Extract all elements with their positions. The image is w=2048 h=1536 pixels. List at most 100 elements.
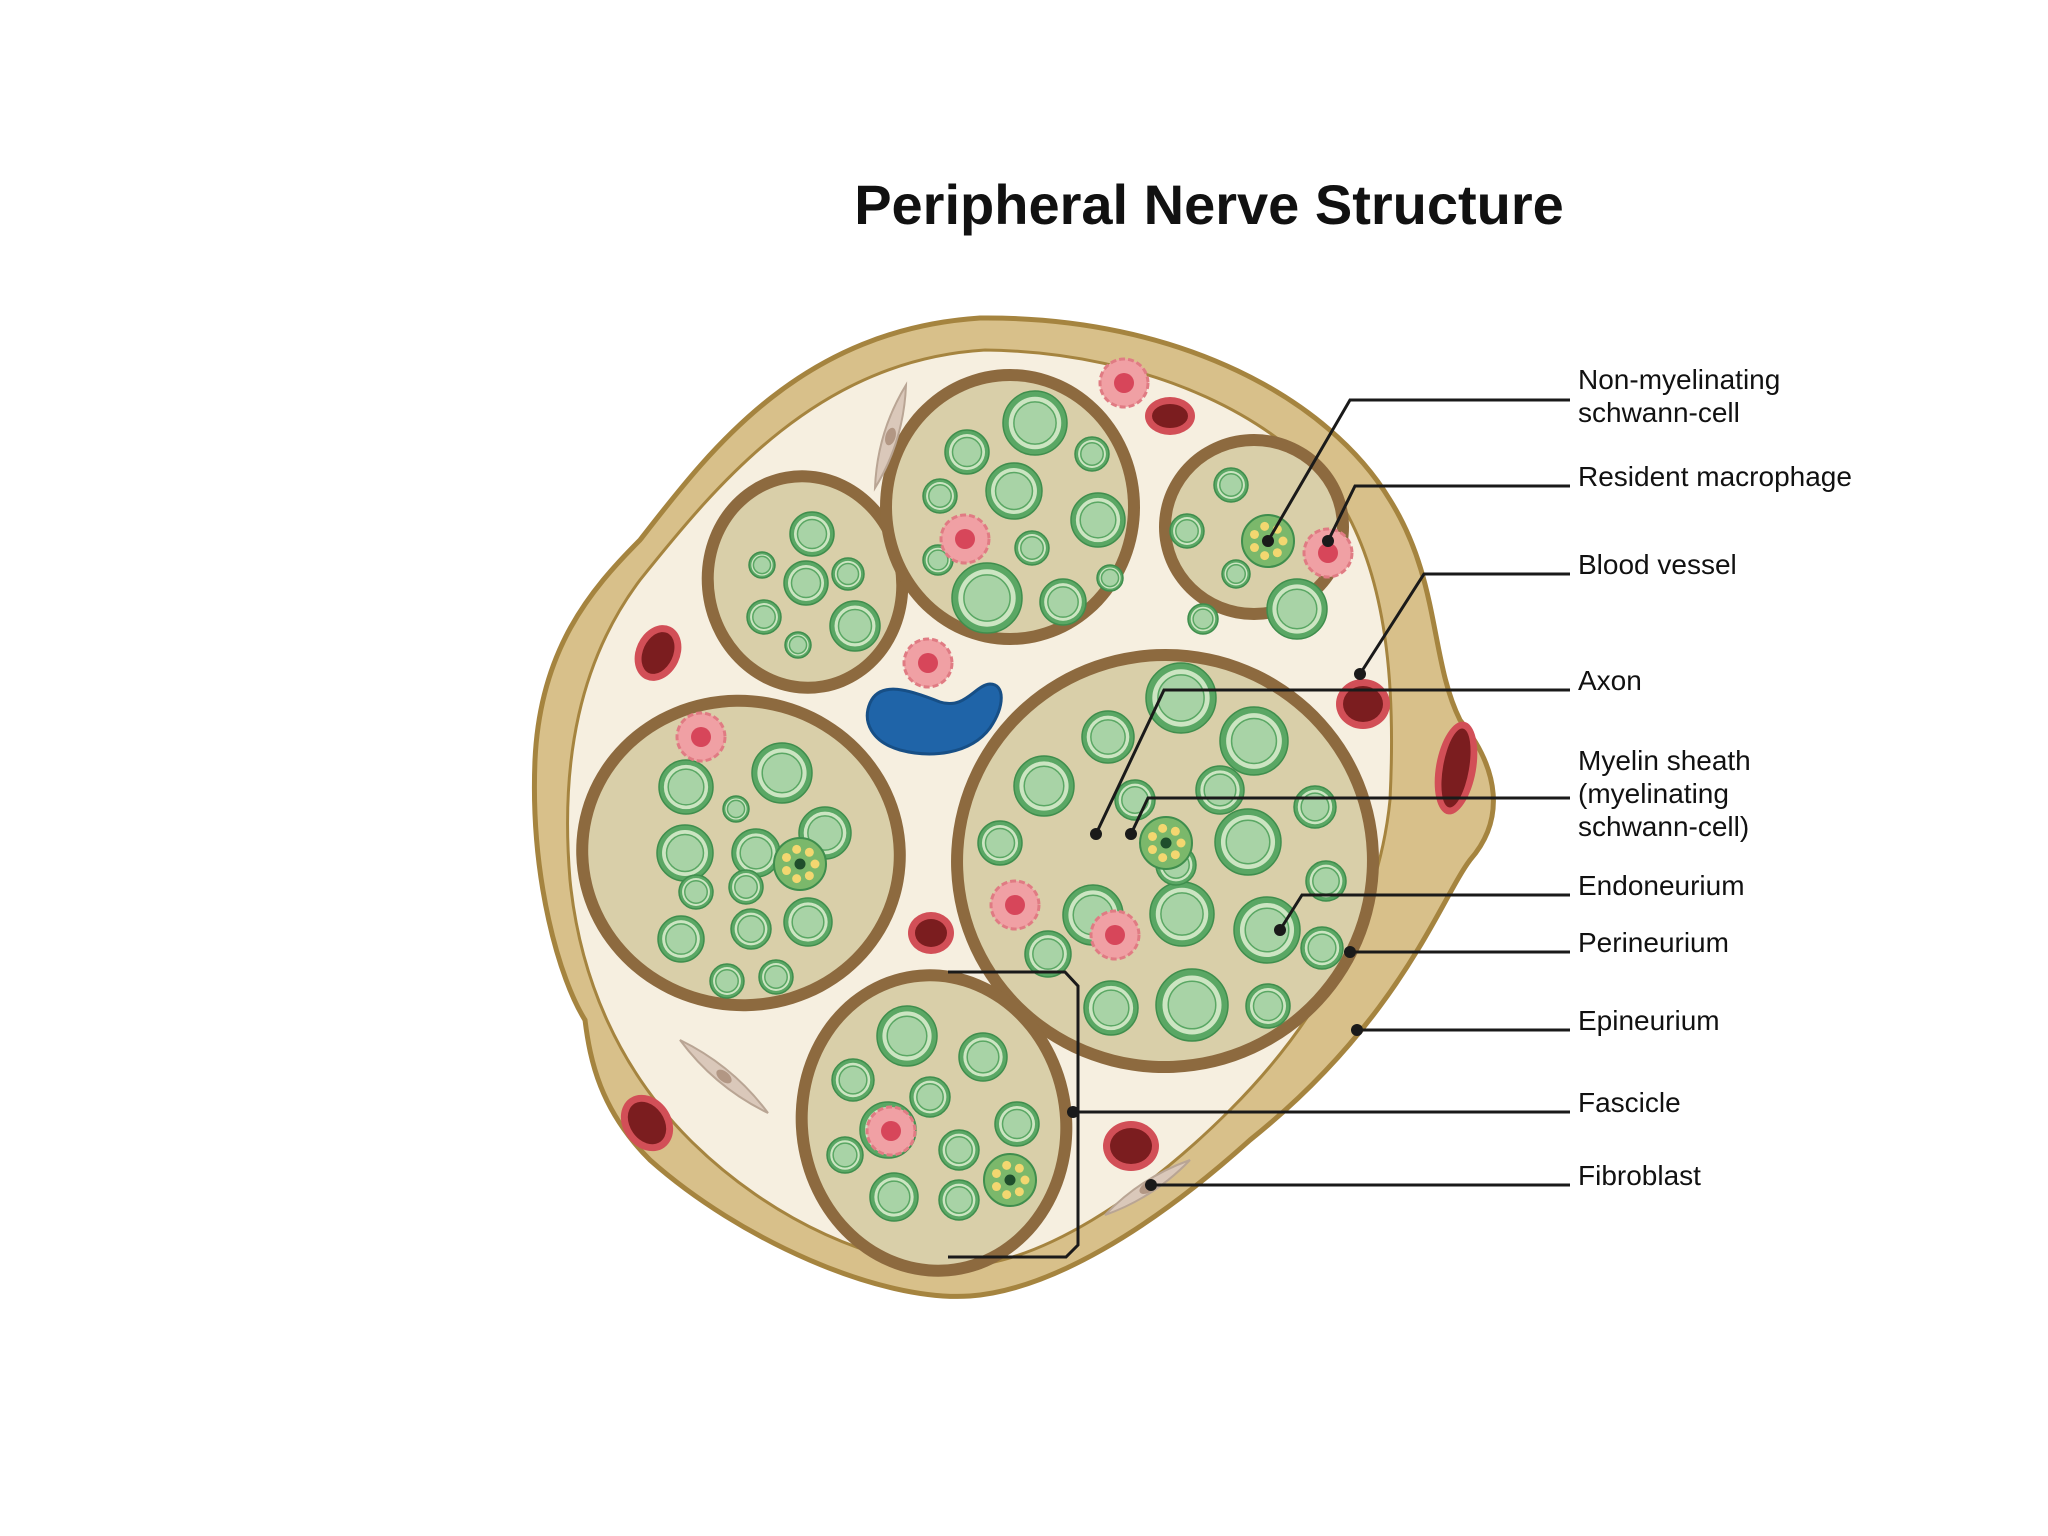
axon-core [796,518,828,550]
axon-core [667,768,705,806]
axon-core [1160,892,1204,936]
schwann-nucleus [1004,1174,1016,1186]
unmyelinated-axon [991,1168,1001,1178]
macrophage-nucleus [1318,543,1338,563]
label-macrophage-line-1: Resident macrophage [1578,461,1852,492]
myelinated-axon [748,551,776,579]
axon-core [1219,473,1243,497]
axon-core [963,574,1011,622]
myelinated-axon [656,824,714,882]
myelinated-axon [784,631,812,659]
axon-core [1080,442,1104,466]
myelinated-axon [758,959,794,995]
myelinated-axon [1096,564,1124,592]
unmyelinated-axon [1002,1190,1012,1200]
axon-core [1032,938,1064,970]
axon-core [761,752,803,794]
unmyelinated-axon [1147,845,1157,855]
axon-core [807,815,843,851]
macrophage-nucleus [1005,895,1025,915]
myelinated-axon [1081,710,1135,764]
blood-vessel [634,625,682,681]
myelinated-axon [709,963,745,999]
myelinated-axon [826,1136,864,1174]
myelinated-axon [1293,785,1337,829]
axon-core [1312,867,1340,895]
axon-core [916,1083,944,1111]
myelinated-axon [1024,930,1072,978]
myelinated-axon [869,1172,919,1222]
resident-macrophage [1302,527,1354,579]
large-blood-vessel [865,682,1003,756]
vessel-lumen [1343,686,1383,722]
label-perineurium-line-1: Perineurium [1578,927,1729,958]
macrophage-nucleus [955,529,975,549]
myelinated-axon [789,511,835,557]
axon-core [1203,773,1237,807]
blood-vessel [1336,679,1390,729]
unmyelinated-axon [804,847,814,857]
axon-core [1175,519,1199,543]
axon-core [837,608,873,644]
axon-core [1252,990,1284,1022]
myelinated-axon [678,874,714,910]
label-axon-line-1: Axon [1578,665,1642,696]
fibroblast [679,1039,769,1114]
axon-core [1001,1108,1033,1140]
blood-vessel [1434,721,1478,815]
unmyelinated-axon [1158,823,1168,833]
myelinated-axon [1002,390,1068,456]
vessel-lumen [641,632,675,674]
axon-core [737,915,765,943]
axon-core [788,635,808,655]
myelinated-axon [1245,983,1291,1029]
label-myelin-line-3: schwann-cell) [1578,811,1749,842]
non-myelinating-schwann-cell [773,837,827,891]
blood-vessel [908,912,954,954]
fibroblast-nucleus [885,427,896,446]
resident-macrophage [675,711,727,763]
axon-core [1100,568,1120,588]
label-non-myelinating-line-2: schwann-cell [1578,397,1740,428]
axon-core [832,1142,858,1168]
leader-dot-fibroblast [1145,1179,1157,1191]
unmyelinated-axon [991,1182,1001,1192]
macrophage-nucleus [881,1121,901,1141]
myelinated-axon [1195,765,1245,815]
unmyelinated-axon [781,852,791,862]
axon-core [1230,717,1278,765]
resident-macrophage [939,513,991,565]
axon-core [877,1180,911,1214]
unmyelinated-axon [1170,850,1180,860]
axon-core [1020,536,1044,560]
axon-core [836,562,860,586]
myelinated-axon [1221,559,1251,589]
axon-core [1244,907,1290,953]
label-fibroblast-line-1: Fibroblast [1578,1160,1701,1191]
myelinated-axon [1114,779,1156,821]
unmyelinated-axon [792,844,802,854]
myelinated-axon [831,557,865,591]
unmyelinated-axon [1278,536,1288,546]
macrophage-nucleus [691,727,711,747]
axon-core [1307,933,1337,963]
unmyelinated-axon [792,874,802,884]
axon-core [665,833,705,873]
axon-core [994,471,1034,511]
axon-core [1047,586,1079,618]
myelinated-axon [922,478,958,514]
macrophage-nucleus [1105,925,1125,945]
axon-core [752,605,776,629]
myelinated-axon [958,1032,1008,1082]
myelinated-axon [1070,492,1126,548]
myelinated-axon [783,560,829,606]
myelinated-axon [1074,436,1110,472]
myelinated-axon [730,908,772,950]
unmyelinated-axon [1176,838,1186,848]
unmyelinated-axon [1170,826,1180,836]
resident-macrophage [902,637,954,689]
leader-line-non-myelinating [1266,398,1570,542]
leader-dot-fascicle [1067,1106,1079,1118]
